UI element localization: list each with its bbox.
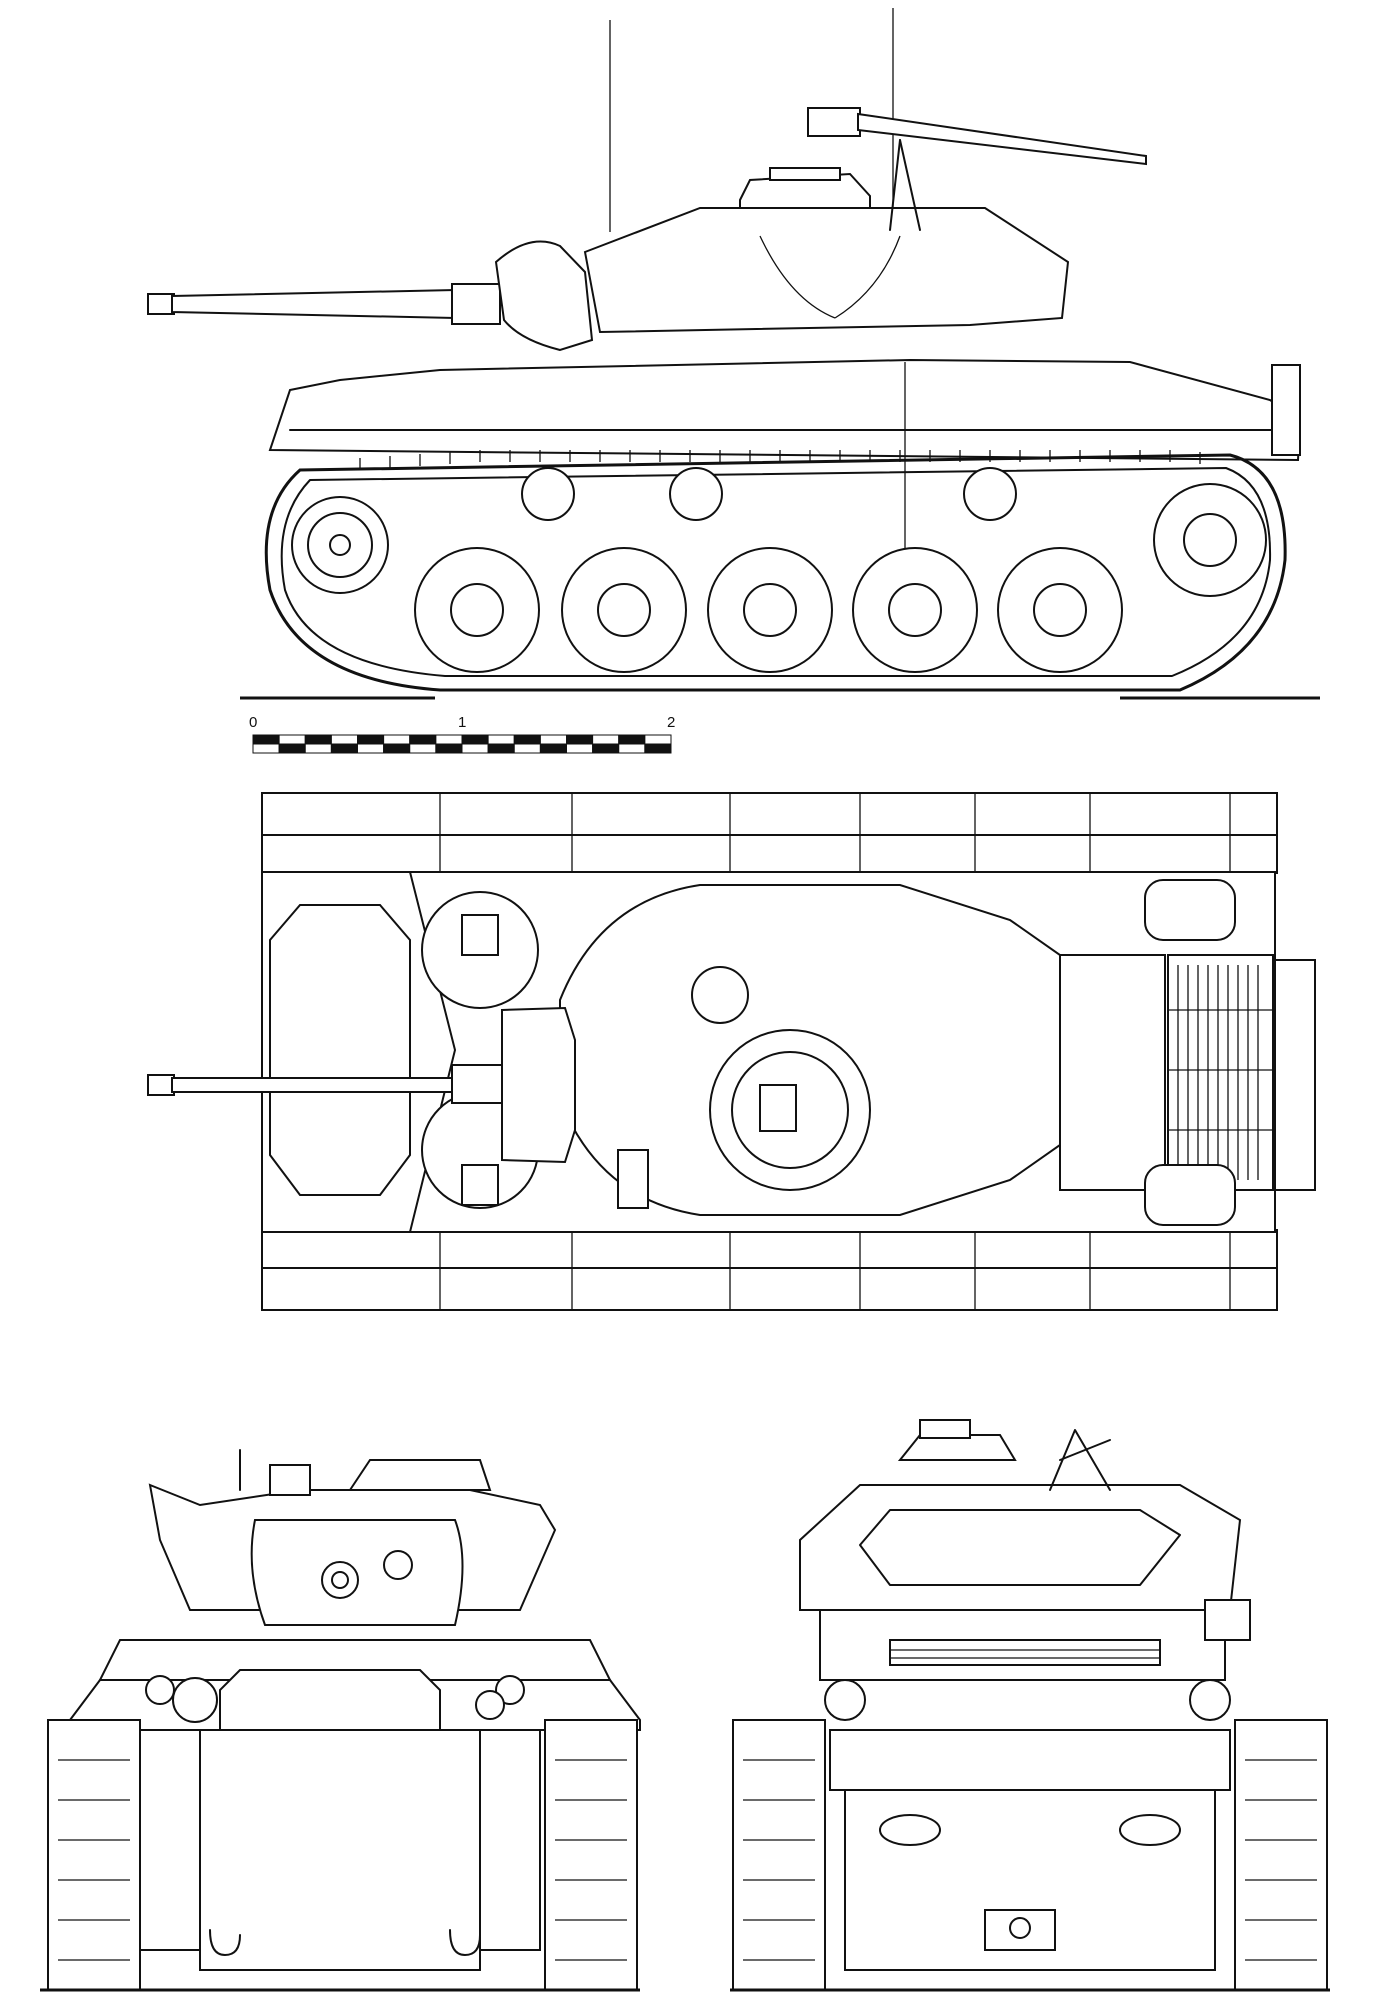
road-wheel [561,547,687,673]
main-gun-top [147,1006,576,1164]
radiator-grille [1167,954,1274,1191]
scale-segment [435,734,463,745]
scale-label: 2 [667,714,675,731]
track-teeth [359,450,1201,470]
return-roller [669,467,723,521]
scale-segment [513,734,541,745]
track-front-right [544,1719,638,1991]
scale-segment [252,734,280,745]
side-view [147,8,1320,700]
return-roller [521,467,575,521]
scale-segment [252,743,280,754]
scale-segment [461,743,489,754]
front-view [40,1449,641,1992]
headlight [145,1675,175,1705]
rear-view [730,1419,1330,1992]
scale-segment [644,743,672,754]
machine-gun [807,107,1147,231]
exhaust-right [1189,1679,1231,1721]
scale-segment [618,734,646,745]
scale-segment [592,734,620,745]
top-view [147,792,1316,1311]
road-wheel [707,547,833,673]
hull [268,358,1302,462]
tow-pintle [984,1909,1056,1951]
scale-segment [644,734,672,745]
scale-segment [487,734,515,745]
scale-segment [383,734,411,745]
track [264,453,1287,692]
scale-segment [304,734,332,745]
exhaust-left [824,1679,866,1721]
scale-segment [304,743,332,754]
scale-segment [278,743,306,754]
scale-segment [409,743,437,754]
idler-wheel [1153,483,1267,597]
scale-segment [513,743,541,754]
scale-segment [357,743,385,754]
rear-plate-upper [829,1729,1231,1791]
scale-segment [461,734,489,745]
road-wheels [414,547,1123,673]
scale-segment [409,734,437,745]
road-wheel [852,547,978,673]
scale-label: 1 [458,714,466,731]
turret-rear [799,1484,1242,1611]
road-wheel [997,547,1123,673]
scale-segment [566,743,594,754]
scale-segment [566,734,594,745]
return-roller [963,467,1017,521]
scale-segment [592,743,620,754]
scale-segment [435,743,463,754]
commanders-cupola [739,172,871,209]
main-gun [147,283,501,325]
scale-bar: 0 1 2 [249,714,675,754]
scale-segment [278,734,306,745]
scale-segment [539,734,567,745]
scale-segment [539,743,567,754]
road-wheel [414,547,540,673]
gun-mantlet [494,240,594,352]
drive-sprocket [291,496,389,594]
loader-hatch [691,966,749,1024]
scale-label: 0 [249,714,257,731]
scale-segment [618,743,646,754]
scale-segment [487,743,515,754]
scale-segment [330,734,358,745]
front-hatch-plate [269,904,411,1196]
scale-segment [330,743,358,754]
headlight [495,1675,525,1705]
scale-segment [357,734,385,745]
scale-segment [383,743,411,754]
engine-deck [1059,954,1166,1191]
